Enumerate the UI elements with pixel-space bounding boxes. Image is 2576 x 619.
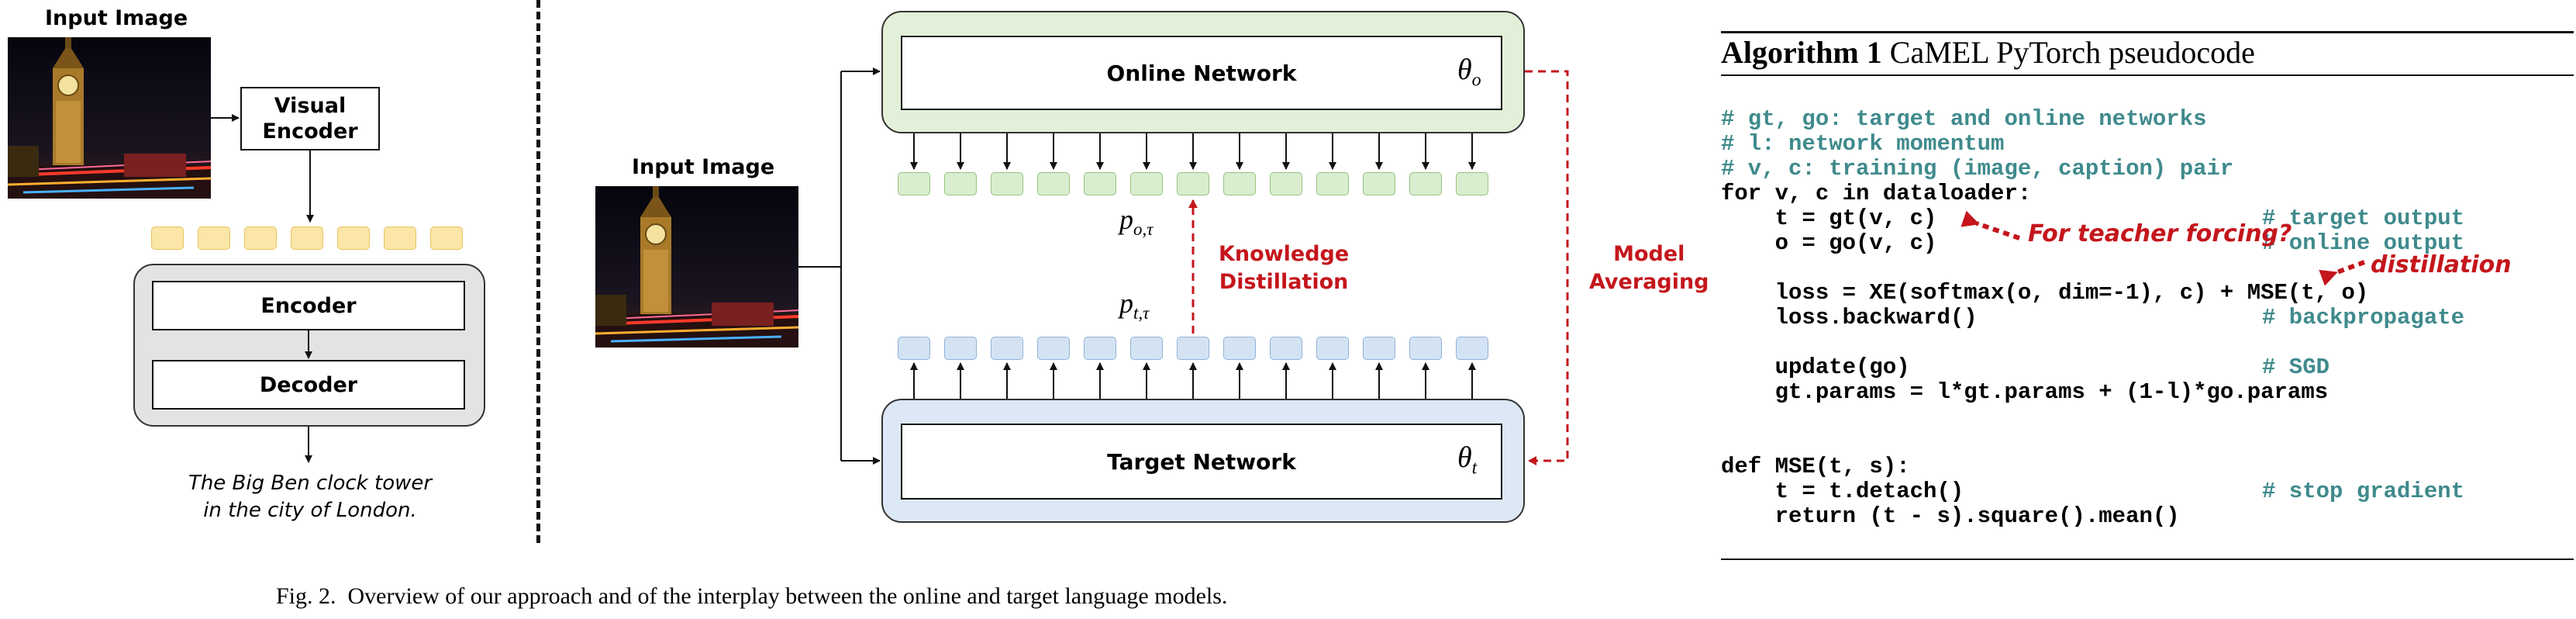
visual-token bbox=[291, 227, 323, 250]
model-averaging-label: Model Averaging bbox=[1589, 242, 1709, 294]
code-comment: # l: network momentum bbox=[1721, 131, 2005, 157]
p-t-sub: t,τ bbox=[1133, 303, 1150, 323]
target-token bbox=[1456, 337, 1488, 360]
target-token bbox=[1363, 337, 1395, 360]
online-token bbox=[1456, 172, 1488, 195]
algorithm-title: Algorithm 1 CaMEL PyTorch pseudocode bbox=[1721, 34, 2255, 71]
code-comment: # gt, go: target and online networks bbox=[1721, 106, 2207, 132]
code-line: gt.params = l*gt.params + (1-l)*go.param… bbox=[1721, 379, 2329, 405]
target-token bbox=[898, 337, 930, 360]
code-line: update(go) bbox=[1721, 354, 1910, 380]
target-token bbox=[1316, 337, 1349, 360]
encoder-label: Encoder bbox=[260, 293, 357, 318]
visual-token bbox=[384, 227, 416, 250]
middle-input-label: Input Image bbox=[632, 155, 775, 179]
code-comment: # backpropagate bbox=[2262, 305, 2465, 330]
knowledge-distillation-label: Knowledge Distillation bbox=[1219, 242, 1350, 294]
annotation-arrows bbox=[1960, 210, 2366, 286]
online-token bbox=[1270, 172, 1302, 195]
code-line: t = t.detach() bbox=[1721, 479, 1964, 504]
online-token bbox=[1084, 172, 1116, 195]
code-line: for v, c in dataloader: bbox=[1721, 181, 2032, 206]
code-line: o = go(v, c) bbox=[1721, 230, 1937, 256]
caption-line-2: in the city of London. bbox=[203, 499, 417, 522]
code-line: def MSE(t, s): bbox=[1721, 454, 1910, 479]
code-comment: # v, c: training (image, caption) pair bbox=[1721, 156, 2234, 182]
algorithm-top-rule bbox=[1721, 31, 2574, 33]
encoder-box: Encoder bbox=[152, 281, 465, 330]
target-token bbox=[1130, 337, 1163, 360]
decoder-box: Decoder bbox=[152, 360, 465, 410]
online-token bbox=[991, 172, 1023, 195]
algorithm-bottom-rule bbox=[1721, 558, 2574, 560]
target-token bbox=[944, 337, 977, 360]
code-line: return (t - s).square().mean() bbox=[1721, 503, 2180, 529]
algorithm-title-rest: CaMEL PyTorch pseudocode bbox=[1881, 35, 2255, 70]
online-token bbox=[898, 172, 930, 195]
target-token bbox=[991, 337, 1023, 360]
target-token bbox=[1223, 337, 1256, 360]
code-comment: # target output bbox=[2262, 206, 2465, 231]
code-comment: # stop gradient bbox=[2262, 479, 2465, 504]
target-token bbox=[1270, 337, 1302, 360]
theta-t-sub: t bbox=[1471, 458, 1478, 479]
p-target-label: pt,τ bbox=[1119, 287, 1149, 323]
left-arrows bbox=[211, 114, 314, 463]
theta-t-symbol: θt bbox=[1457, 441, 1477, 479]
online-token bbox=[1037, 172, 1070, 195]
left-input-label: Input Image bbox=[45, 6, 188, 30]
online-token bbox=[1177, 172, 1209, 195]
distillation-annotation: distillation bbox=[2371, 251, 2512, 278]
middle-arrows bbox=[798, 67, 1569, 465]
online-token bbox=[944, 172, 977, 195]
code-comment: # online output bbox=[2262, 230, 2465, 256]
visual-token bbox=[337, 227, 370, 250]
p-o: p bbox=[1119, 204, 1133, 235]
left-output-caption: The Big Ben clock tower in the city of L… bbox=[155, 470, 465, 524]
online-token bbox=[1223, 172, 1256, 195]
visual-token bbox=[430, 227, 463, 250]
target-token bbox=[1177, 337, 1209, 360]
online-token bbox=[1363, 172, 1395, 195]
decoder-label: Decoder bbox=[259, 372, 358, 397]
online-network-box: Online Network bbox=[901, 36, 1502, 110]
visual-encoder-box: Visual Encoder bbox=[240, 87, 380, 150]
algorithm-title-bold: Algorithm 1 bbox=[1721, 35, 1882, 70]
figure-caption: Fig. 2. Overview of our approach and of … bbox=[276, 583, 1228, 609]
target-token bbox=[1037, 337, 1070, 360]
online-token bbox=[1409, 172, 1442, 195]
target-token bbox=[1409, 337, 1442, 360]
middle-input-image bbox=[595, 186, 798, 348]
p-o-sub: o,τ bbox=[1133, 220, 1154, 240]
panel-divider bbox=[536, 0, 540, 543]
code-line: t = gt(v, c) bbox=[1721, 206, 1937, 231]
code-comment: # SGD bbox=[2262, 354, 2330, 380]
target-network-box: Target Network bbox=[901, 424, 1502, 500]
visual-token bbox=[244, 227, 277, 250]
caption-line-1: The Big Ben clock tower bbox=[188, 472, 433, 495]
p-online-label: po,τ bbox=[1119, 203, 1153, 240]
code-line: loss.backward() bbox=[1721, 305, 1978, 330]
theta-o-sub: o bbox=[1471, 70, 1481, 91]
online-token bbox=[1130, 172, 1163, 195]
target-network-label: Target Network bbox=[1107, 448, 1296, 475]
theta-t: θ bbox=[1457, 441, 1472, 474]
online-token bbox=[1316, 172, 1349, 195]
online-network-label: Online Network bbox=[1106, 60, 1297, 86]
visual-token bbox=[151, 227, 184, 250]
left-input-image bbox=[8, 37, 211, 199]
theta-o-symbol: θo bbox=[1457, 53, 1481, 92]
teacher-forcing-annotation: For teacher forcing? bbox=[2028, 220, 2292, 247]
visual-token bbox=[198, 227, 230, 250]
p-t: p bbox=[1119, 288, 1133, 319]
algorithm-title-rule bbox=[1721, 74, 2574, 76]
code-line: loss = XE(softmax(o, dim=-1), c) + MSE(t… bbox=[1721, 280, 2369, 306]
visual-encoder-label: Visual Encoder bbox=[262, 94, 358, 144]
target-token bbox=[1084, 337, 1116, 360]
theta-o: θ bbox=[1457, 54, 1472, 86]
